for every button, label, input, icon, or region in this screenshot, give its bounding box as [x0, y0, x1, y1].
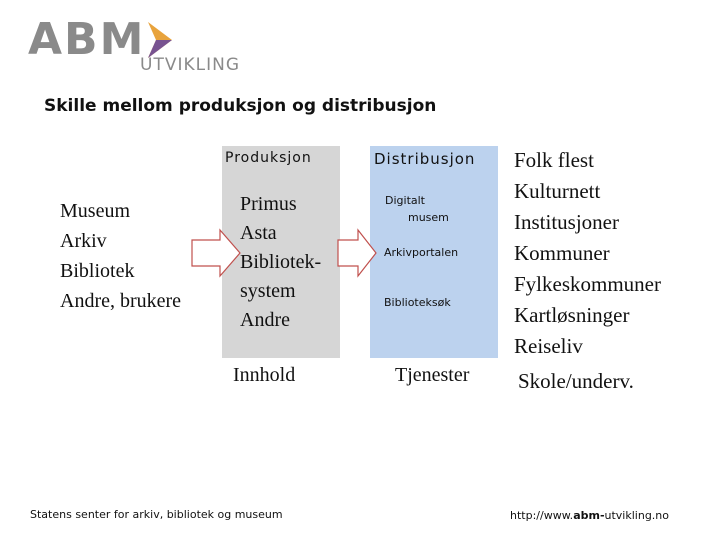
url-bold: abm-: [573, 509, 605, 522]
slide-title: Skille mellom produksjon og distribusjon: [44, 96, 437, 116]
list-item: Reiseliv: [514, 334, 583, 358]
logo-arrow-icon: [148, 22, 172, 58]
list-item: system: [240, 280, 296, 302]
url-suffix: utvikling.no: [604, 509, 670, 522]
list-item: Kulturnett: [514, 179, 601, 203]
footer-organization: Statens senter for arkiv, bibliotek og m…: [30, 508, 283, 521]
footer-url-link[interactable]: http://www.abm-utvikling.no: [510, 509, 669, 522]
list-item: Asta: [240, 222, 277, 244]
distribution-caption: Tjenester: [395, 364, 470, 386]
list-item: Museum: [60, 200, 130, 222]
list-item: Bibliotek: [60, 260, 135, 282]
list-item: Fylkeskommuner: [514, 272, 661, 296]
list-item: Andre: [240, 309, 290, 331]
list-item: Kartløsninger: [514, 303, 630, 327]
production-caption: Innhold: [233, 364, 296, 386]
production-heading: Produksjon: [225, 150, 312, 166]
production-column-bg: [222, 146, 340, 358]
list-item: Digitalt: [385, 194, 425, 207]
distribution-heading: Distribusjon: [374, 150, 476, 168]
list-item: Arkiv: [60, 230, 107, 252]
list-item: Bibliotek-: [240, 251, 322, 273]
logo-subtitle: UTVIKLING: [140, 55, 240, 75]
list-item: Andre, brukere: [60, 290, 182, 312]
list-item: Institusjoner: [514, 210, 619, 234]
arrow-right-icon: [337, 228, 377, 278]
distribution-column-bg: [370, 146, 498, 358]
list-item: Primus: [240, 193, 297, 215]
url-prefix: http://www.: [510, 509, 574, 522]
logo-abm-text: ABM: [28, 14, 146, 65]
audience-list: Folk flest Kulturnett Institusjoner Komm…: [514, 145, 661, 397]
list-item: Folk flest: [514, 148, 594, 172]
list-item: Arkivportalen: [384, 246, 459, 259]
production-system-list: Primus Asta Bibliotek- system Andre: [240, 190, 321, 335]
list-item: Kommuner: [514, 241, 610, 265]
list-item: musem: [408, 211, 449, 224]
institution-list: Museum Arkiv Bibliotek Andre, brukere: [60, 196, 181, 316]
arrow-right-icon: [191, 228, 241, 278]
list-item: Biblioteksøk: [384, 296, 451, 309]
list-item: Skole/underv.: [518, 369, 634, 393]
